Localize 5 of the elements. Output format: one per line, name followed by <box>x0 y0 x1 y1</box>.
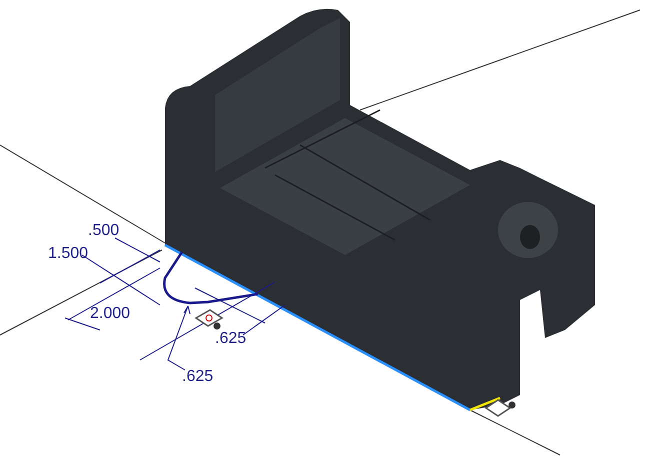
dimension-label: 2.000 <box>90 305 130 323</box>
dimension-label: .500 <box>88 222 120 240</box>
dimension-label: .625 <box>215 330 246 348</box>
dimension-label: .625 <box>182 368 214 386</box>
dimension-label: 1.500 <box>48 245 88 263</box>
